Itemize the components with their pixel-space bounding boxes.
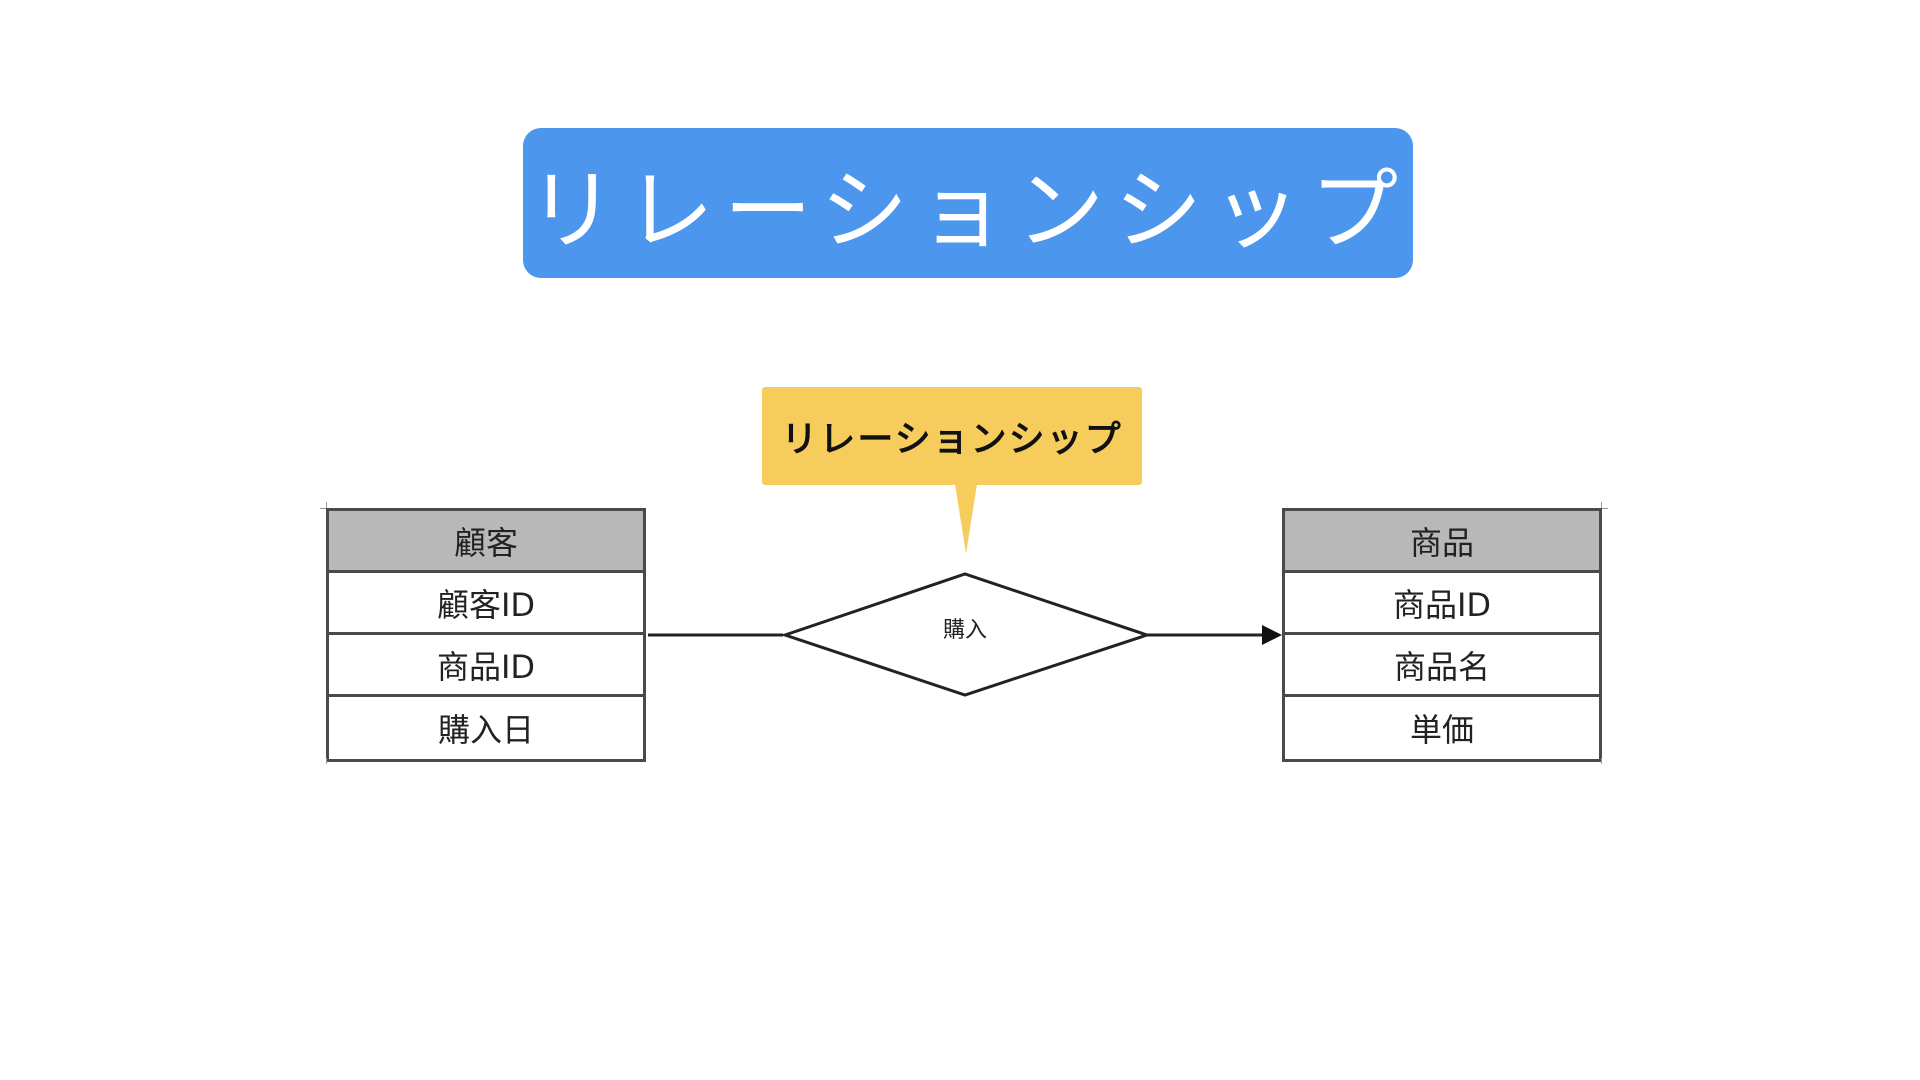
entity-customer-attribute: 商品ID — [329, 635, 643, 697]
selection-tick — [326, 502, 327, 508]
entity-product-attribute: 単価 — [1409, 711, 1474, 749]
entity-customer-attribute: 顧客ID — [329, 573, 643, 635]
entity-product-attribute: 商品名 — [1285, 635, 1599, 697]
selection-tick — [1601, 758, 1602, 764]
arrowhead-icon — [1262, 625, 1282, 645]
entity-customer-attribute: 購入日 — [437, 711, 534, 749]
entity-product: 商品 商品ID 商品名 単価 — [1282, 508, 1602, 762]
entity-customer-header: 顧客 — [329, 511, 643, 573]
entity-product-attribute: 商品ID — [1285, 573, 1599, 635]
page-title: リレーションシップ — [527, 158, 1409, 262]
selection-tick — [320, 508, 326, 509]
selection-tick — [326, 758, 327, 764]
relationship-label: 購入 — [942, 618, 987, 643]
callout-text: リレーションシップ — [781, 419, 1123, 460]
title-banner: リレーションシップ — [523, 128, 1413, 278]
selection-tick — [1601, 502, 1602, 508]
relationship-callout: リレーションシップ — [762, 387, 1142, 485]
entity-product-header: 商品 — [1285, 511, 1599, 573]
selection-tick — [1602, 508, 1608, 509]
callout-pointer — [955, 484, 977, 554]
entity-customer: 顧客 顧客ID 商品ID 購入日 — [326, 508, 646, 762]
